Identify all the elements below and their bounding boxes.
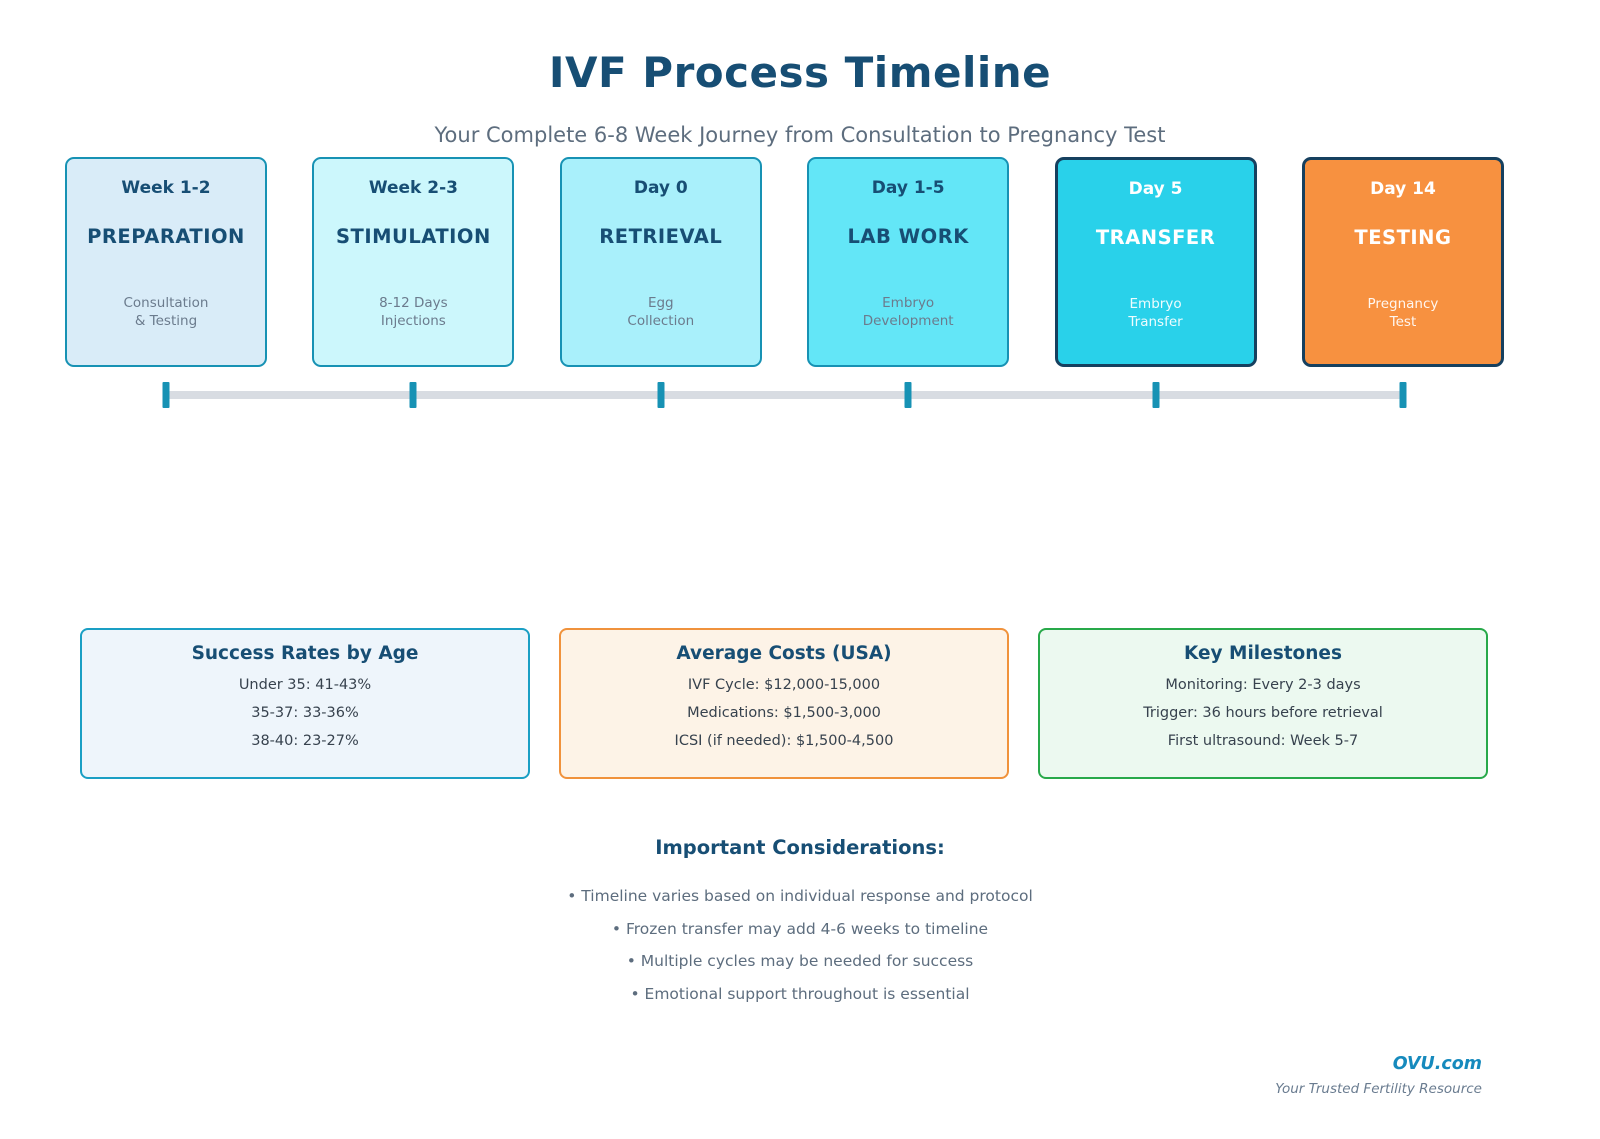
stage-period: Week 1-2 — [121, 178, 211, 198]
stage-card-transfer: Day 5 TRANSFER Embryo Transfer — [1054, 157, 1257, 367]
stage-card-stimulation: Week 2-3 STIMULATION 8-12 Days Injection… — [312, 157, 515, 367]
timeline-tick — [1152, 382, 1160, 408]
info-box-item: Medications: $1,500-3,000 — [687, 704, 881, 721]
info-box-average-costs: Average Costs (USA) IVF Cycle: $12,000-1… — [559, 628, 1009, 779]
stage-name: LAB WORK — [847, 225, 969, 248]
stage-card-retrieval: Day 0 RETRIEVAL Egg Collection — [559, 157, 762, 367]
consideration-item: Timeline varies based on individual resp… — [0, 880, 1600, 913]
info-box-item: First ultrasound: Week 5-7 — [1167, 732, 1359, 749]
page-title: IVF Process Timeline — [548, 48, 1052, 97]
stage-detail: Pregnancy Test — [1367, 296, 1439, 330]
stage-card-lab-work: Day 1-5 LAB WORK Embryo Development — [807, 157, 1010, 367]
timeline-axis-bar — [166, 391, 1403, 399]
stage-period: Day 0 — [633, 178, 688, 198]
timeline-tick — [409, 382, 417, 408]
info-box-item: Under 35: 41-43% — [238, 676, 372, 693]
info-box-item: 38-40: 23-27% — [251, 732, 359, 749]
stage-detail: Egg Collection — [627, 295, 695, 329]
stage-period: Day 1-5 — [871, 178, 945, 198]
timeline-tick — [657, 382, 665, 408]
stage-detail: Embryo Transfer — [1128, 296, 1183, 330]
considerations-section: Important Considerations: Timeline varie… — [0, 836, 1600, 1010]
consideration-item: Multiple cycles may be needed for succes… — [0, 945, 1600, 978]
stage-detail: Embryo Development — [862, 295, 954, 329]
considerations-list: Timeline varies based on individual resp… — [0, 880, 1600, 1010]
timeline-tick — [904, 382, 912, 408]
stage-period: Day 5 — [1128, 179, 1183, 199]
timeline-axis — [162, 381, 1407, 408]
info-box-key-milestones: Key Milestones Monitoring: Every 2-3 day… — [1038, 628, 1488, 779]
stage-period: Day 14 — [1370, 179, 1436, 199]
stage-name: STIMULATION — [335, 225, 491, 248]
info-box-item: ICSI (if needed): $1,500-4,500 — [674, 732, 894, 749]
info-box-item: IVF Cycle: $12,000-15,000 — [687, 676, 881, 693]
stage-name: TRANSFER — [1095, 226, 1216, 249]
info-box-item: 35-37: 33-36% — [251, 704, 359, 721]
brand-logo-text: OVU.com — [1392, 1054, 1482, 1074]
info-box-item: Trigger: 36 hours before retrieval — [1143, 704, 1383, 721]
stage-name: TESTING — [1354, 226, 1452, 249]
info-box-title: Key Milestones — [1184, 643, 1342, 664]
stage-detail: Consultation & Testing — [123, 295, 209, 329]
info-box-title: Success Rates by Age — [191, 643, 419, 664]
footer: OVU.com Your Trusted Fertility Resource — [1275, 1054, 1482, 1097]
page-subtitle: Your Complete 6-8 Week Journey from Cons… — [434, 123, 1166, 147]
considerations-title: Important Considerations: — [655, 836, 945, 859]
stage-name: PREPARATION — [87, 225, 245, 248]
timeline-tick — [162, 382, 170, 408]
stage-period: Week 2-3 — [368, 178, 458, 198]
timeline-tick — [1399, 382, 1407, 408]
stage-name: RETRIEVAL — [599, 225, 723, 248]
stage-card-testing: Day 14 TESTING Pregnancy Test — [1301, 157, 1504, 367]
info-box-row: Success Rates by Age Under 35: 41-43% 35… — [80, 628, 1488, 779]
brand-tagline: Your Trusted Fertility Resource — [1275, 1081, 1482, 1097]
consideration-item: Frozen transfer may add 4-6 weeks to tim… — [0, 913, 1600, 946]
stage-card-preparation: Week 1-2 PREPARATION Consultation & Test… — [65, 157, 267, 367]
info-box-item: Monitoring: Every 2-3 days — [1165, 676, 1361, 693]
info-box-title: Average Costs (USA) — [676, 643, 892, 664]
stage-detail: 8-12 Days Injections — [379, 295, 448, 329]
info-box-success-rates: Success Rates by Age Under 35: 41-43% 35… — [80, 628, 530, 779]
timeline-stage-row: Week 1-2 PREPARATION Consultation & Test… — [65, 157, 1504, 367]
consideration-item: Emotional support throughout is essentia… — [0, 978, 1600, 1011]
